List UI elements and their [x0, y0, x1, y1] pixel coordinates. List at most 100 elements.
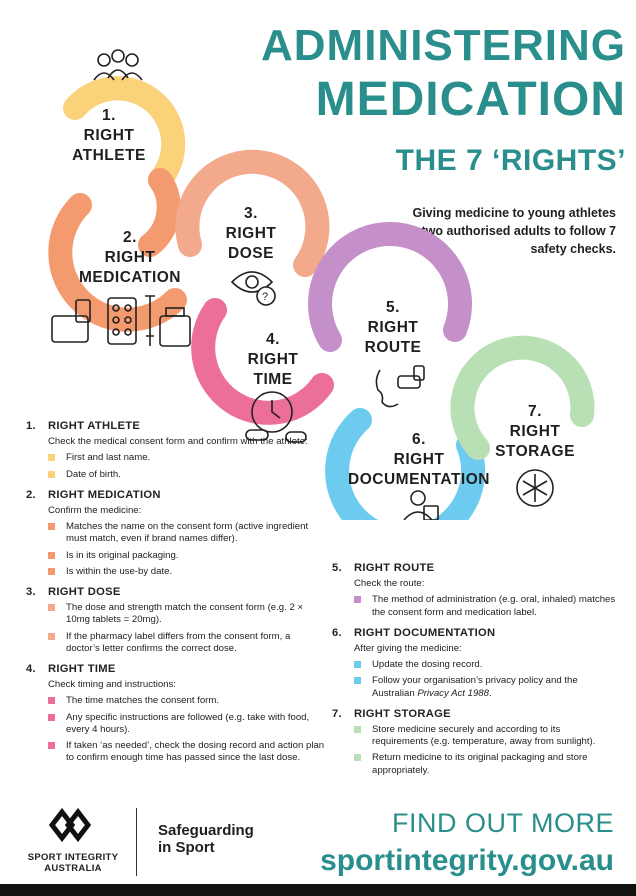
list-item: The dose and strength match the consent … — [48, 602, 326, 626]
section-intro: Check the route: — [354, 578, 425, 590]
right-7-num: 7. — [528, 403, 542, 420]
list-item: Any specific instructions are followed (… — [48, 712, 326, 736]
section-title: RIGHT DOSE — [48, 586, 121, 599]
section-right-dose: 3. RIGHT DOSE The dose and strength match… — [26, 586, 326, 655]
ring-1 — [63, 76, 186, 192]
ring-4 — [191, 298, 334, 425]
list-item: Update the dosing record. — [354, 659, 617, 671]
title-line-2: MEDICATION — [315, 73, 626, 126]
section-right-medication: 2. RIGHT MEDICATION Confirm the medicine:… — [26, 489, 326, 578]
section-num: 3. — [26, 586, 36, 599]
section-intro: Check timing and instructions: — [48, 679, 176, 691]
right-1-label: 1. RIGHT ATHLETE — [64, 106, 154, 166]
right-5-line1: RIGHT — [367, 319, 419, 336]
list-item: If taken ‘as needed’, check the dosing r… — [48, 740, 326, 764]
bullet-square — [48, 454, 55, 462]
right-7-line1: RIGHT — [509, 423, 561, 440]
section-num: 2. — [26, 488, 36, 501]
section-title: RIGHT MEDICATION — [48, 488, 161, 501]
bottom-bar — [0, 884, 636, 896]
list-item: Store medicine securely and according to… — [354, 724, 617, 748]
section-intro: Check the medical consent form and confi… — [48, 436, 308, 448]
section-intro: After giving the medicine: — [354, 643, 462, 655]
section-title: RIGHT TIME — [48, 663, 116, 676]
right-1-num: 1. — [102, 107, 116, 124]
right-2-label: 2. RIGHT MEDICATION — [70, 228, 190, 288]
bullet-square — [48, 470, 55, 478]
bullet-square — [354, 754, 361, 762]
section-title: RIGHT DOCUMENTATION — [354, 626, 496, 639]
footer-divider — [136, 808, 137, 876]
list-item: Is in its original packaging. — [48, 550, 326, 562]
list-item: The method of administration (e.g. oral,… — [354, 594, 617, 618]
sport-integrity-logo-text: SPORT INTEGRITY AUSTRALIA — [27, 852, 119, 874]
right-3-label: 3. RIGHT DOSE — [206, 204, 296, 264]
right-2-line1: RIGHT — [104, 249, 156, 266]
ring-7 — [450, 335, 595, 460]
snowflake-icon — [516, 469, 554, 507]
rights-list-left: 1. RIGHT ATHLETE Check the medical consen… — [26, 420, 326, 772]
section-right-route: 5. RIGHT ROUTE Check the route: The metho… — [332, 562, 617, 619]
right-7-line2: STORAGE — [495, 443, 575, 460]
ring-3 — [175, 149, 330, 277]
svg-text:?: ? — [262, 291, 268, 303]
right-6-label: 6. RIGHT DOCUMENTATION — [346, 430, 492, 490]
seven-rights-diagram: ? — [48, 49, 595, 520]
right-4-line2: TIME — [253, 371, 293, 388]
right-2-num: 2. — [123, 229, 137, 246]
bullet-square — [354, 677, 361, 685]
group-of-people-icon — [93, 49, 143, 81]
section-right-time: 4. RIGHT TIME Check timing and instructio… — [26, 663, 326, 764]
right-6-num: 6. — [412, 431, 426, 448]
section-intro: Confirm the medicine: — [48, 505, 142, 517]
right-4-line1: RIGHT — [247, 351, 299, 368]
find-out-more-text: FIND OUT MORE — [392, 808, 614, 838]
inhaler-face-icon — [375, 365, 425, 408]
clock-pills-icon — [245, 391, 307, 443]
section-title: RIGHT ROUTE — [354, 562, 435, 574]
bullet-square — [48, 632, 55, 640]
subtitle: THE 7 ‘RIGHTS’ — [395, 144, 626, 177]
right-1-line2: ATHLETE — [72, 147, 146, 164]
person-clipboard-icon — [403, 490, 439, 520]
right-3-line2: DOSE — [228, 245, 274, 262]
bullet-square — [354, 596, 361, 604]
website-link[interactable]: sportintegrity.gov.au — [320, 844, 614, 877]
right-6-line1: RIGHT — [393, 451, 445, 468]
bullet-square — [354, 661, 361, 669]
section-num: 4. — [26, 663, 36, 676]
safeguarding-logo-text: Safeguarding in Sport — [158, 822, 254, 856]
bullet-square — [354, 726, 361, 734]
section-num: 1. — [26, 420, 36, 432]
title-line-1: ADMINISTERING — [261, 21, 626, 70]
bullet-square — [48, 551, 55, 559]
bullet-square — [48, 713, 55, 721]
right-4-num: 4. — [266, 331, 280, 348]
right-5-label: 5. RIGHT ROUTE — [348, 298, 438, 358]
list-item: The time matches the consent form. — [48, 695, 326, 707]
section-num: 5. — [332, 562, 342, 574]
right-1-line1: RIGHT — [83, 127, 135, 144]
section-num: 7. — [332, 707, 342, 720]
bullet-square — [48, 604, 55, 612]
rights-list-right: 5. RIGHT ROUTE Check the route: The metho… — [332, 562, 617, 785]
sport-integrity-logo-icon — [48, 808, 92, 842]
right-5-line2: ROUTE — [364, 339, 422, 356]
eye-question-icon: ? — [230, 271, 276, 306]
list-item: If the pharmacy label differs from the c… — [48, 631, 326, 655]
right-3-num: 3. — [244, 205, 258, 222]
list-item: Date of birth. — [48, 469, 326, 481]
list-item: Is within the use-by date. — [48, 566, 326, 578]
list-item: Matches the name on the consent form (ac… — [48, 521, 326, 545]
section-num: 6. — [332, 626, 342, 639]
right-6-line2: DOCUMENTATION — [348, 471, 490, 488]
bullet-square — [48, 697, 55, 705]
privacy-act: Privacy Act 1988 — [417, 687, 489, 699]
right-5-num: 5. — [386, 299, 400, 316]
medicine-items-icon — [51, 295, 191, 347]
section-right-athlete: 1. RIGHT ATHLETE Check the medical consen… — [26, 420, 326, 481]
section-right-storage: 7. RIGHT STORAGE Store medicine securely … — [332, 708, 617, 777]
section-title: RIGHT ATHLETE — [48, 420, 141, 432]
section-title: RIGHT STORAGE — [354, 707, 451, 720]
bullet-square — [48, 567, 55, 575]
